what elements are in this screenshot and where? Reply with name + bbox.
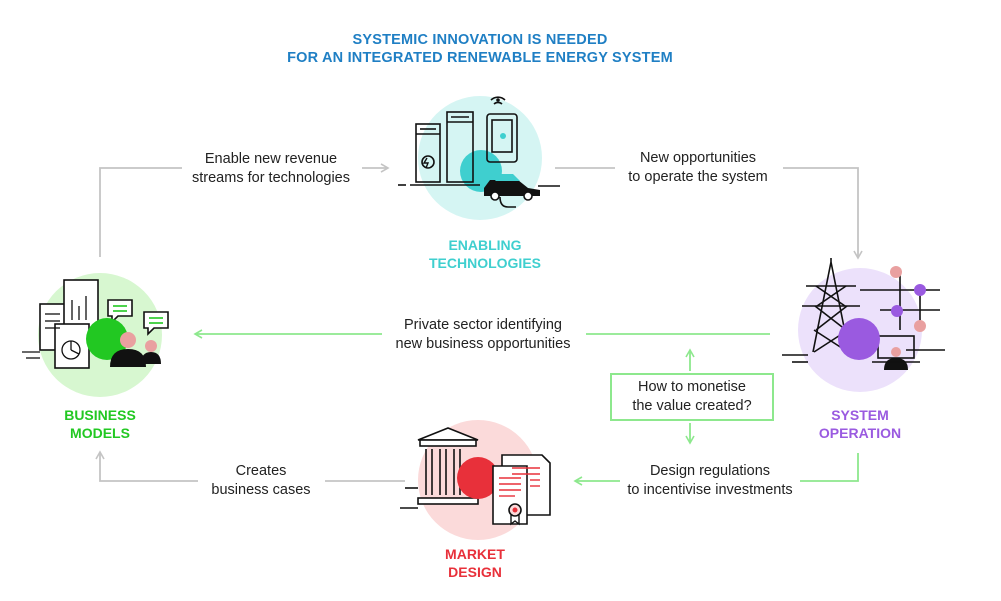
node-label-enabling-technologies: ENABLING TECHNOLOGIES [410,236,560,272]
diagram-title-line-2: FOR AN INTEGRATED RENEWABLE ENERGY SYSTE… [287,50,673,66]
arrow-label-regulations: Design regulations to incentivise invest… [602,462,818,500]
arrow-system-to-market [573,453,859,486]
arrow-label-line: Private sector identifying [404,317,562,333]
arrow-label-line: streams for technologies [192,170,350,186]
diagram-title-line-1: SYSTEMIC INNOVATION IS NEEDED [352,32,608,48]
node-label-line: OPERATION [818,425,902,441]
arrow-label-revenue: Enable new revenue streams for technolog… [180,150,362,188]
node-label-line: MARKET [445,546,505,562]
node-label-line: DESIGN [448,564,502,580]
enabling-technologies-icon [398,96,560,220]
node-label-line: ENABLING [448,237,522,253]
system-operation-icon [782,258,945,392]
arrow-label-line: business cases [211,482,311,498]
arrow-label-line: Creates [235,463,287,479]
question-line: the value created? [632,398,752,414]
arrow-enabling-to-system [555,167,863,260]
question-line: How to monetise [638,379,746,395]
arrow-label-line: new business opportunities [395,336,571,352]
arrow-label-line: New opportunities [639,150,757,166]
node-label-system-operation: SYSTEM OPERATION [795,406,925,442]
node-label-line: SYSTEM [831,407,889,423]
market-design-icon [400,420,551,540]
node-label-line: BUSINESS [64,407,136,423]
arrow-label-line: Design regulations [649,463,771,479]
arrow-business-to-enabling [99,163,390,257]
question-box: How to monetise the value created? [610,373,774,421]
arrow-label-business-cases: Creates business cases [196,462,326,500]
arrow-label-private-sector: Private sector identifying new business … [380,316,586,354]
arrow-market-to-business [95,450,405,482]
arrow-label-line: to incentivise investments [627,482,793,498]
node-label-line: TECHNOLOGIES [428,255,541,271]
node-label-line: MODELS [70,425,130,441]
node-label-business-models: BUSINESS MODELS [30,406,170,442]
business-models-icon [22,273,169,397]
node-label-market-design: MARKET DESIGN [410,545,540,581]
arrow-label-operate: New opportunities to operate the system [612,149,784,187]
arrow-label-line: to operate the system [628,169,768,185]
arrow-label-line: Enable new revenue [204,151,338,167]
